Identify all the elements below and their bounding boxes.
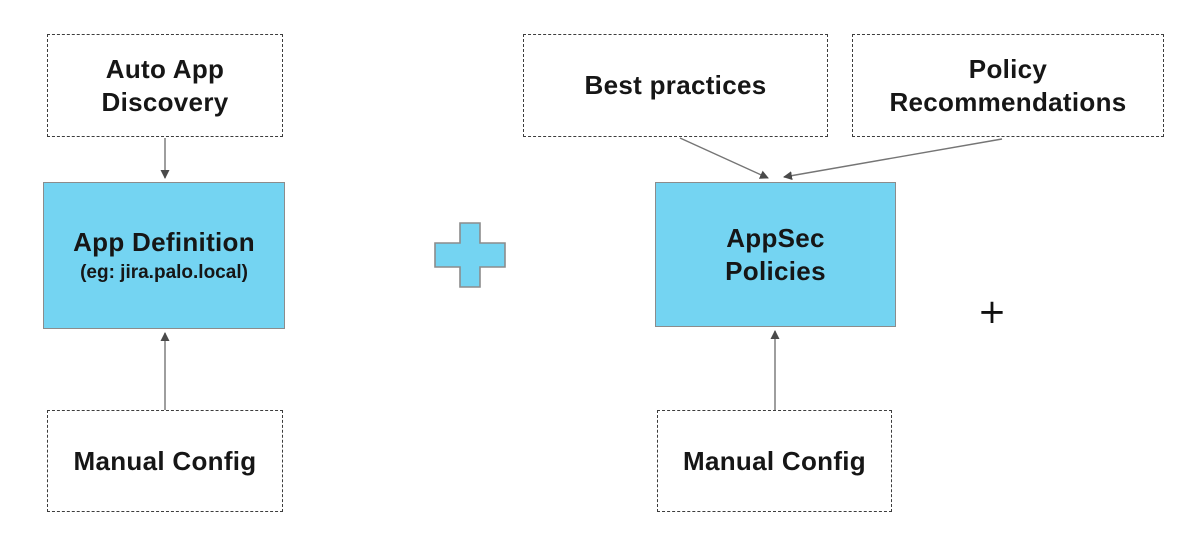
node-auto-app-discovery-label: Auto App Discovery: [101, 54, 229, 117]
node-policy-recommendations: Policy Recommendations: [852, 34, 1164, 137]
arrow-bestpractices-to-appsec: [679, 137, 769, 179]
node-app-definition-label: App Definition: [73, 227, 255, 258]
node-best-practices-label: Best practices: [584, 70, 767, 101]
arrow-policyrecommendations-to-appsec: [783, 138, 1003, 181]
node-auto-app-discovery: Auto App Discovery: [47, 34, 283, 137]
node-app-definition: App Definition (eg: jira.palo.local): [43, 182, 285, 329]
node-manual-config-right: Manual Config: [657, 410, 892, 512]
node-best-practices: Best practices: [523, 34, 828, 137]
node-manual-config-left: Manual Config: [47, 410, 283, 512]
node-appsec-policies: AppSec Policies: [655, 182, 896, 327]
node-manual-config-left-label: Manual Config: [73, 445, 257, 476]
node-app-definition-sublabel: (eg: jira.palo.local): [80, 261, 248, 283]
node-appsec-policies-label: AppSec Policies: [725, 223, 826, 286]
node-policy-recommendations-label: Policy Recommendations: [889, 54, 1127, 117]
node-manual-config-right-label: Manual Config: [683, 445, 866, 476]
plus-symbol: +: [977, 292, 1007, 332]
